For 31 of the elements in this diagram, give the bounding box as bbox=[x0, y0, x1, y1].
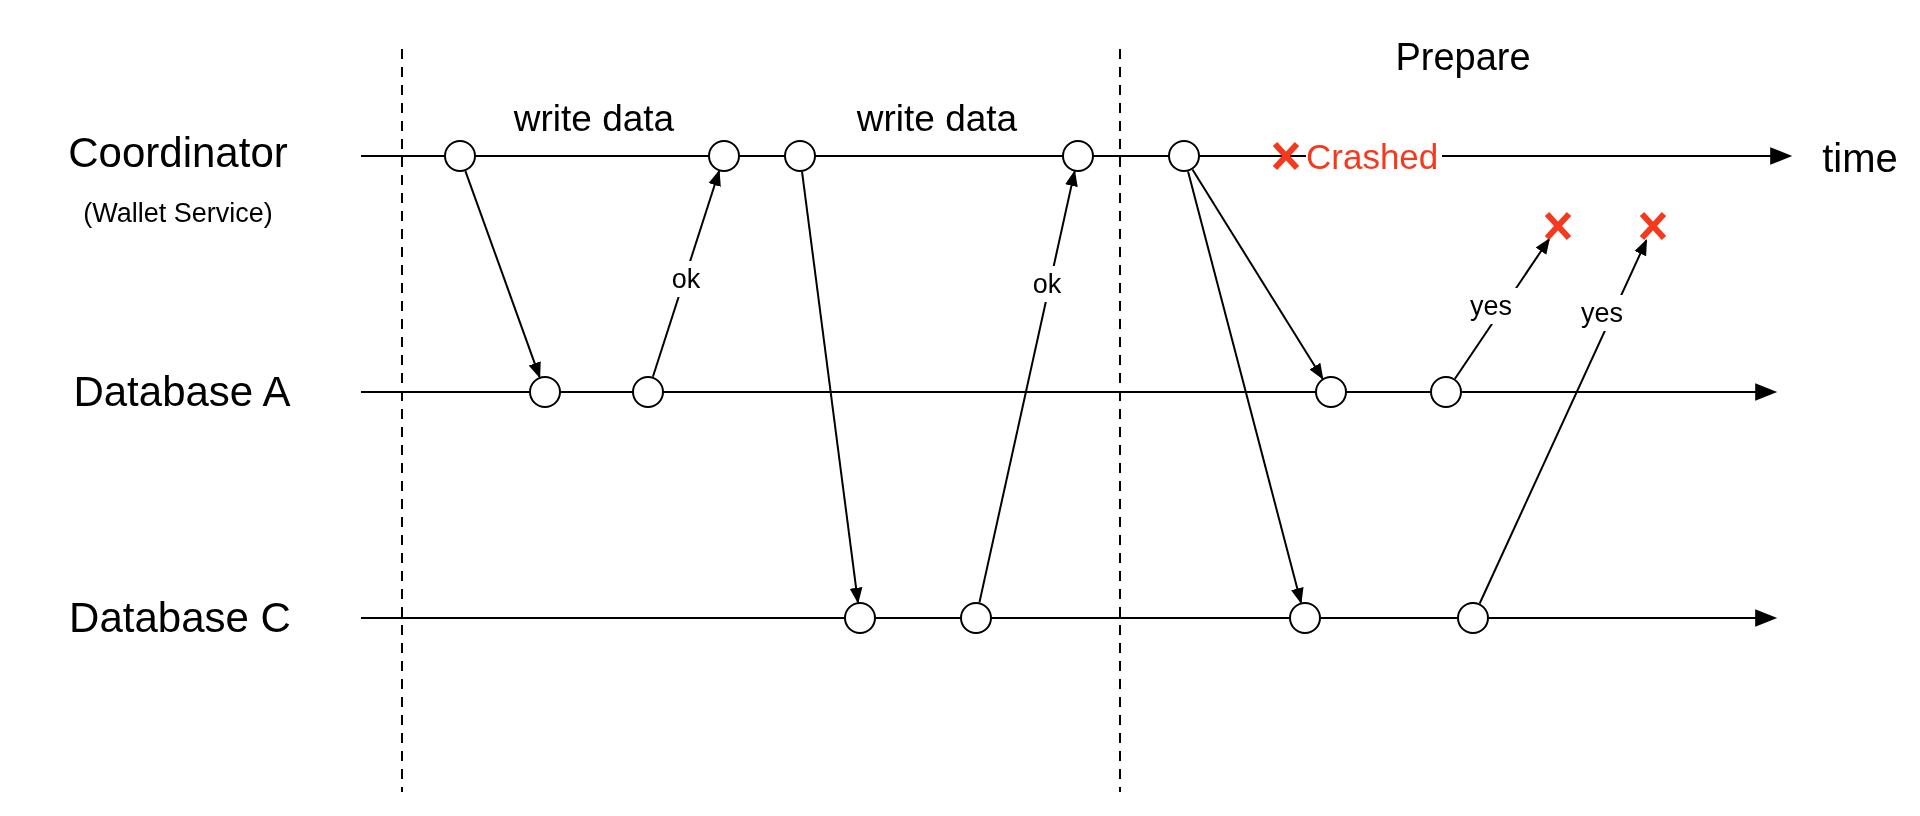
arrow bbox=[651, 169, 721, 378]
arrow bbox=[1187, 170, 1304, 605]
lifeline-sublabel: (Wallet Service) bbox=[83, 199, 273, 229]
axis-label: time bbox=[1822, 136, 1898, 180]
phase-title: Prepare bbox=[1395, 37, 1531, 79]
event-circle bbox=[784, 140, 816, 172]
event-circle bbox=[1430, 376, 1462, 408]
event-circle bbox=[1457, 602, 1489, 634]
arrow bbox=[1453, 237, 1551, 380]
lifeline-label: Database A bbox=[73, 368, 291, 416]
edge-label: yes bbox=[1470, 292, 1512, 320]
event-circle bbox=[1289, 602, 1321, 634]
event-circle bbox=[1062, 140, 1094, 172]
arrow bbox=[978, 170, 1078, 604]
edge-label: ok bbox=[1032, 270, 1062, 298]
event-circle bbox=[1168, 140, 1200, 172]
event-circle bbox=[529, 376, 561, 408]
lifeline-label: Coordinator bbox=[68, 129, 288, 177]
arrow bbox=[1191, 168, 1324, 380]
event-circle bbox=[960, 602, 992, 634]
event-circle bbox=[632, 376, 664, 408]
event-circle bbox=[708, 140, 740, 172]
arrow bbox=[801, 170, 863, 604]
edge-label: ok bbox=[671, 265, 701, 293]
event-circle bbox=[444, 140, 476, 172]
event-circle bbox=[844, 602, 876, 634]
arrow bbox=[464, 170, 541, 379]
arrow bbox=[1478, 239, 1648, 605]
edge-label: yes bbox=[1581, 299, 1623, 327]
lifeline-label: Database C bbox=[69, 594, 291, 642]
event-circle bbox=[1315, 376, 1347, 408]
